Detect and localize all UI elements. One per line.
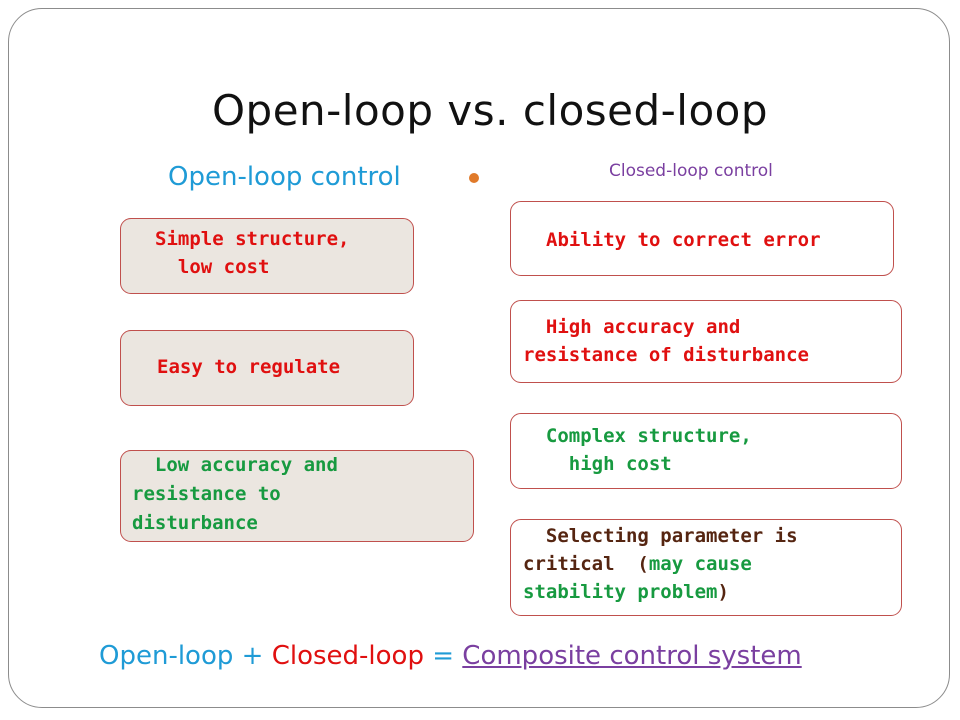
slide-title: Open-loop vs. closed-loop [211,86,769,135]
closed-loop-point-complex-structure: Complex structure, high cost [510,413,902,489]
equation-open-loop: Open-loop [99,641,234,671]
closed-loop-heading: Closed-loop control [609,161,773,181]
point-line: Selecting parameter is [523,525,798,547]
closed-loop-point-selecting-parameter: Selecting parameter is critical (may cau… [510,519,902,616]
line-highlight: stability problem [523,581,718,603]
point-line: Ability to correct error [546,229,821,251]
composite-equation: Open-loop + Closed-loop = Composite cont… [99,641,802,671]
point-line: stability problem) [523,578,901,606]
equation-closed-loop: Closed-loop [271,641,424,671]
point-line: High accuracy and [523,316,741,338]
point-line: Easy to regulate [157,356,341,378]
point-line: high cost [523,453,672,475]
point-line: critical (may cause [523,550,901,578]
point-line: Complex structure, [523,425,752,447]
equation-equals: = [423,641,463,671]
line-suffix: ) [717,581,729,603]
bullet-dot-icon [469,173,479,183]
point-line: Low accuracy and [132,454,338,476]
point-line: low cost [155,256,270,278]
open-loop-point-simple-structure: Simple structure, low cost [120,218,414,294]
open-loop-heading: Open-loop control [168,162,401,192]
point-line: resistance of disturbance [523,344,809,366]
composite-control-system-link[interactable]: Composite control system [462,641,802,671]
point-line: disturbance [132,512,258,534]
point-line: Simple structure, [155,228,350,250]
open-loop-point-easy-to-regulate: Easy to regulate [120,330,414,406]
open-loop-point-low-accuracy: Low accuracy and resistance to disturban… [120,450,474,542]
equation-plus: + [233,641,272,671]
point-line: resistance to [132,483,281,505]
closed-loop-point-high-accuracy: High accuracy and resistance of disturba… [510,300,902,383]
line-highlight: may cause [648,553,752,575]
closed-loop-point-correct-error: Ability to correct error [510,201,894,276]
line-prefix: critical ( [523,553,649,575]
